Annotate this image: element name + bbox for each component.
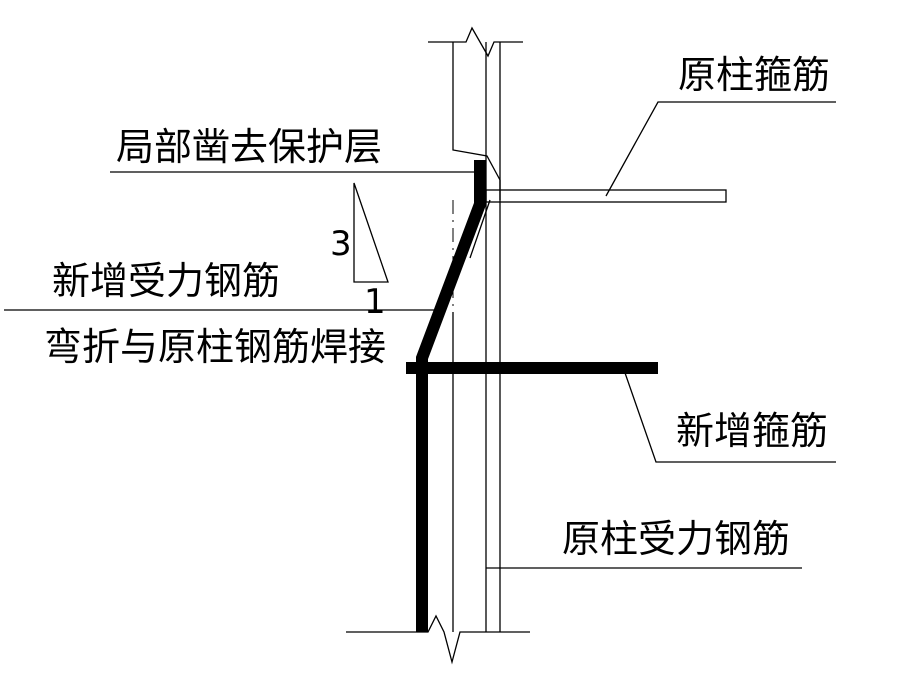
new-main-bar-label: 新增受力钢筋	[52, 259, 280, 303]
slope-run-label: 1	[364, 282, 386, 322]
original-main-bar-label: 原柱受力钢筋	[562, 517, 790, 561]
original-stirrup-leader	[605, 101, 836, 197]
remove-cover-label: 局部凿去保护层	[116, 125, 382, 169]
new-main-bar	[416, 160, 486, 632]
weld-seam-line	[469, 199, 491, 259]
bottom-break-line	[346, 614, 530, 665]
new-stirrup-label: 新增箍筋	[676, 409, 828, 453]
slope-triangle	[353, 182, 389, 283]
new-stirrup-leader	[623, 369, 836, 463]
top-break-line	[428, 26, 523, 58]
bend-weld-label: 弯折与原柱钢筋焊接	[44, 325, 386, 369]
original-stirrup-label: 原柱箍筋	[678, 53, 830, 97]
slope-rise-label: 3	[330, 224, 352, 264]
